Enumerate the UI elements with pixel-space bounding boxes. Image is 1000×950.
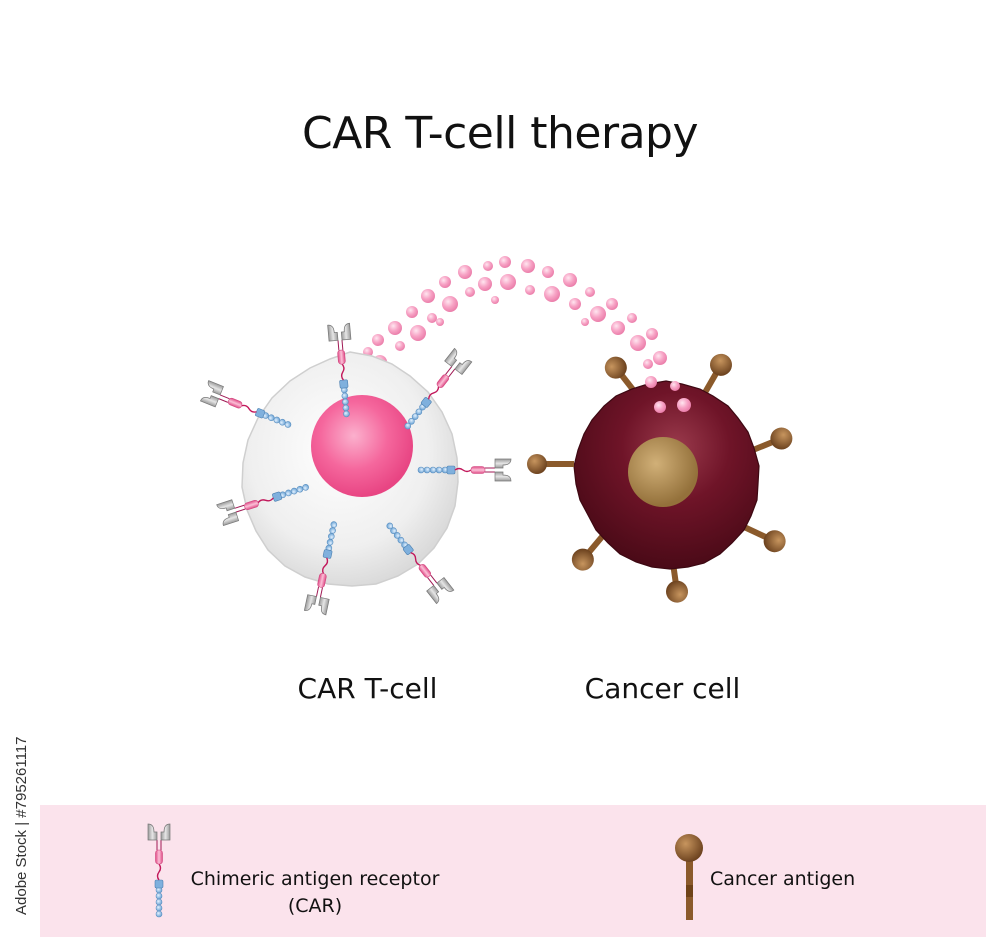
car-t-cell-label: CAR T-cell xyxy=(297,672,438,705)
cancer-cell-nucleus xyxy=(628,437,698,507)
car-t-cell xyxy=(199,322,512,616)
legend-cancer-antigen-label: Cancer antigen xyxy=(710,868,856,890)
legend-car-line2: (CAR) xyxy=(287,895,343,917)
cytokine-granule xyxy=(645,376,657,388)
legend-panel xyxy=(40,805,986,937)
bound-cancer-antigen xyxy=(527,454,547,474)
cytokine-granule xyxy=(677,398,691,412)
cytokine-granule xyxy=(670,381,680,391)
car-t-cell-nucleus xyxy=(311,395,413,497)
cytokine-bubbles xyxy=(363,256,667,369)
cancer-cell-label: Cancer cell xyxy=(584,672,741,705)
cancer-cell xyxy=(527,349,796,605)
legend-car-symbol xyxy=(147,823,171,918)
legend-car-line1: Chimeric antigen receptor xyxy=(190,868,440,890)
diagram-title: CAR T-cell therapy xyxy=(301,108,699,159)
legend-antigen-symbol xyxy=(675,834,703,920)
legend-car-label: Chimeric antigen receptor (CAR) xyxy=(185,866,445,920)
cytokine-granule xyxy=(654,401,666,413)
